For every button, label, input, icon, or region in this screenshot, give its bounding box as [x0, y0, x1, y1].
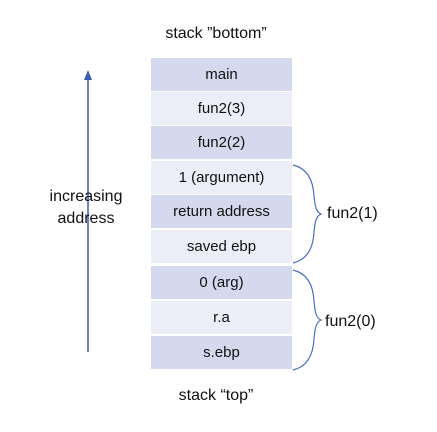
frame-label-fun2-0: fun2(0): [325, 313, 376, 330]
stack-cell-saved-ebp: saved ebp: [151, 230, 292, 263]
fun2-1-brace: [292, 164, 323, 264]
stack-cell-ra: r.a: [151, 301, 292, 334]
stack-top-label: stack “top”: [178, 387, 254, 404]
stack-cell-argument-1: 1 (argument): [151, 161, 292, 194]
stack-cell-main: main: [151, 58, 292, 91]
stack-cell-sebp: s.ebp: [151, 336, 292, 369]
axis-label-line2: address: [57, 210, 115, 227]
stack-cell-fun2-3: fun2(3): [151, 92, 292, 125]
stack-cell-fun2-2: fun2(2): [151, 126, 292, 159]
fun2-0-brace: [292, 269, 323, 371]
increasing-address-label: increasing address: [30, 186, 142, 230]
stack-cell-arg-0: 0 (arg): [151, 266, 292, 299]
stack-cell-return-address: return address: [151, 195, 292, 228]
stack-bottom-label: stack ”bottom”: [165, 25, 267, 42]
frame-label-fun2-1: fun2(1): [327, 205, 378, 222]
axis-label-line1: increasing: [49, 188, 123, 205]
